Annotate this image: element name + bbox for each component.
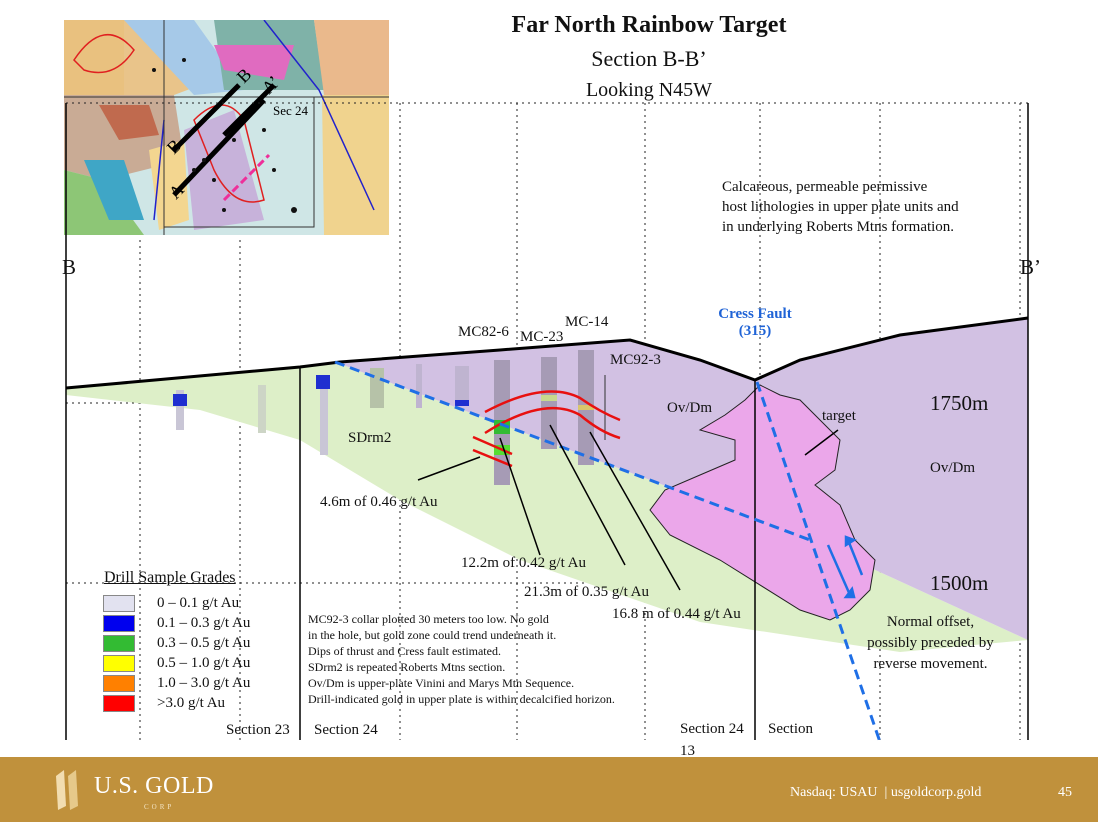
gold-zone-lines bbox=[472, 390, 621, 468]
intercept-label: 4.6m of 0.46 g/t Au bbox=[320, 494, 438, 510]
section-label: Section 24 bbox=[680, 721, 744, 737]
section-notes: MC92-3 collar plotted 30 meters too low.… bbox=[308, 612, 615, 706]
section-end-left: B bbox=[62, 255, 77, 279]
slide-title: Far North Rainbow Target bbox=[511, 12, 787, 38]
geologic-map-inset: B B A A’ Sec 24 bbox=[64, 20, 389, 235]
ground-surface bbox=[65, 316, 1029, 390]
thrust-fault bbox=[334, 360, 811, 542]
section-label: 13 bbox=[680, 743, 695, 759]
company-logo-sub: CORP bbox=[144, 803, 175, 811]
footer-website: usgoldcorp.gold bbox=[890, 785, 982, 800]
footer-ticker: Nasdaq: USAU | usgoldcorp.gold bbox=[790, 785, 982, 800]
legend-swatch bbox=[103, 674, 135, 692]
fault-offset-arrows bbox=[826, 535, 864, 599]
legend-swatch bbox=[103, 634, 135, 652]
elevation-label: 1500m bbox=[930, 571, 989, 595]
section-label: Section bbox=[768, 721, 813, 737]
legend-swatch bbox=[103, 694, 135, 712]
intercept-label: 21.3m of 0.35 g/t Au bbox=[524, 584, 650, 600]
intercept-label: 12.2m of 0.42 g/t Au bbox=[461, 555, 587, 571]
legend-title: Drill Sample Grades bbox=[104, 569, 236, 586]
section-subtitle: Section B-B’ bbox=[591, 46, 707, 71]
cress-fault-label: Cress Fault(315) bbox=[718, 306, 792, 339]
logo-mark-icon bbox=[56, 770, 78, 810]
legend-swatch bbox=[103, 614, 135, 632]
drill-hole-label: MC92-3 bbox=[610, 352, 661, 368]
map-section-label: Sec 24 bbox=[273, 103, 309, 118]
section-label: Section 24 bbox=[314, 722, 378, 738]
drill-hole-label: MC-14 bbox=[565, 314, 609, 330]
drill-hole-label: MC82-6 bbox=[458, 324, 509, 340]
unit-label: Ov/Dm bbox=[930, 460, 975, 476]
cross-section bbox=[65, 102, 1029, 743]
section-label: Section 23 bbox=[226, 722, 290, 738]
grade-legend: 0 – 0.1 g/t Au 0.1 – 0.3 g/t Au 0.3 – 0.… bbox=[103, 594, 250, 712]
elevation-label: 1750m bbox=[930, 391, 989, 415]
company-logo: U.S. GOLD bbox=[94, 773, 214, 799]
footer-bar: U.S. GOLD CORP Nasdaq: USAU | usgoldcorp… bbox=[0, 757, 1098, 822]
legend-swatch bbox=[103, 594, 135, 612]
intercept-label: 16.8 m of 0.44 g/t Au bbox=[612, 606, 741, 622]
section-end-right: B’ bbox=[1020, 255, 1041, 279]
callout-arrows bbox=[417, 424, 839, 591]
page-number: 45 bbox=[1058, 785, 1072, 800]
unit-label: Ov/Dm bbox=[667, 400, 712, 416]
orientation-label: Looking N45W bbox=[585, 79, 713, 101]
target-label: target bbox=[822, 408, 856, 424]
legend-swatch bbox=[103, 654, 135, 672]
drill-hole-label: MC-23 bbox=[520, 329, 564, 345]
unit-label: SDrm2 bbox=[348, 430, 392, 446]
